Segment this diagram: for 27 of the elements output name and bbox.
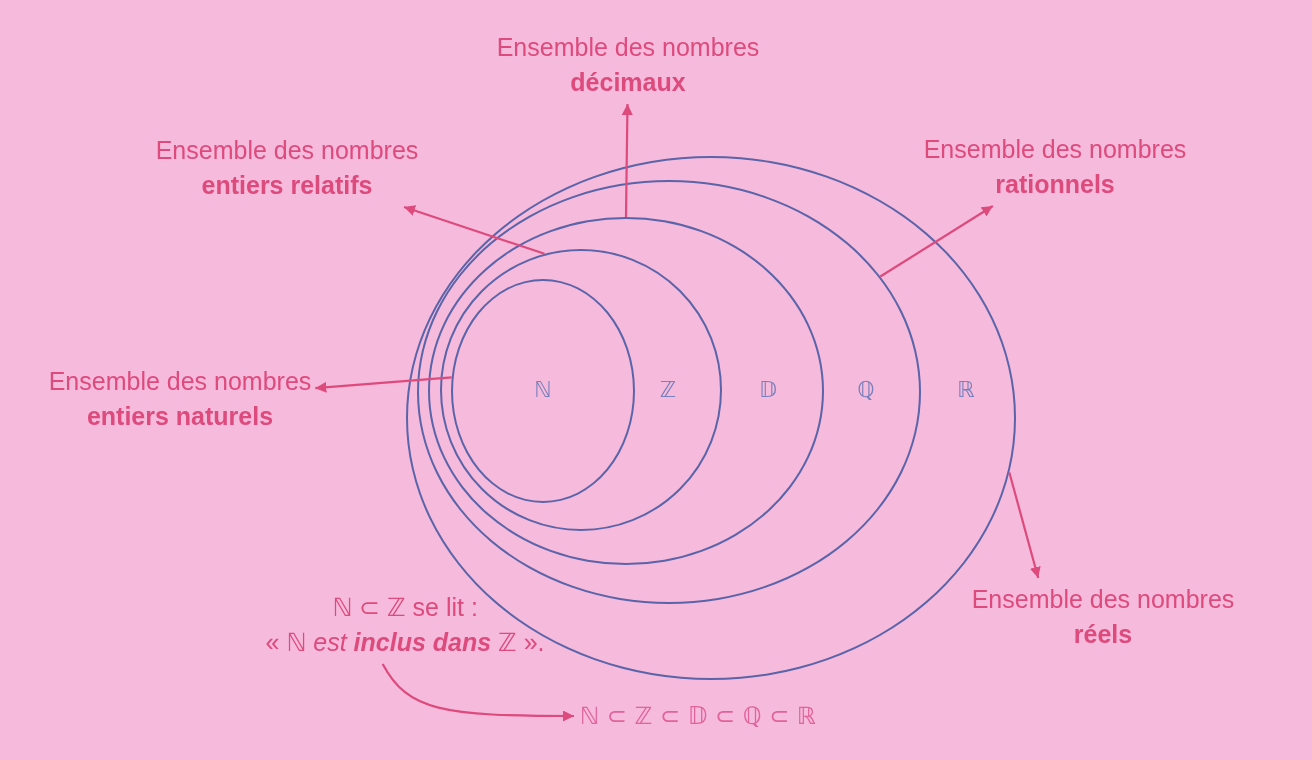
arrow <box>879 205 994 278</box>
arrow <box>403 205 545 255</box>
callout-text: réels <box>1073 619 1133 650</box>
callout-text: Ensemble des nombres <box>48 366 312 397</box>
set-ellipse <box>440 249 722 531</box>
arrow <box>315 376 452 393</box>
callout-text: rationnels <box>995 169 1115 200</box>
set-symbol: ℝ <box>957 379 975 401</box>
note-text: ℕ ⊂ ℤ se lit : <box>332 592 478 623</box>
callout-text: Ensemble des nombres <box>971 584 1235 615</box>
set-symbol: ℤ <box>659 379 677 401</box>
set-ellipse <box>451 279 635 503</box>
set-symbol: ℕ <box>534 379 552 401</box>
callout-text: Ensemble des nombres <box>155 135 419 166</box>
set-symbol: ℚ <box>857 379 875 401</box>
set-ellipse <box>428 217 824 565</box>
callout-text: entiers relatifs <box>201 170 373 201</box>
arrow <box>1008 472 1041 579</box>
set-symbol: 𝔻 <box>759 379 777 401</box>
callout-text: Ensemble des nombres <box>923 134 1187 165</box>
inclusion-chain: ℕ ⊂ ℤ ⊂ 𝔻 ⊂ ℚ ⊂ ℝ <box>580 700 817 732</box>
arrow <box>621 104 633 217</box>
callout-text: entiers naturels <box>86 401 274 432</box>
callout-text: Ensemble des nombres <box>496 32 760 63</box>
note-text: « ℕ est inclus dans ℤ ». <box>265 627 545 658</box>
arrow <box>381 663 574 722</box>
callout-text: décimaux <box>570 67 686 98</box>
